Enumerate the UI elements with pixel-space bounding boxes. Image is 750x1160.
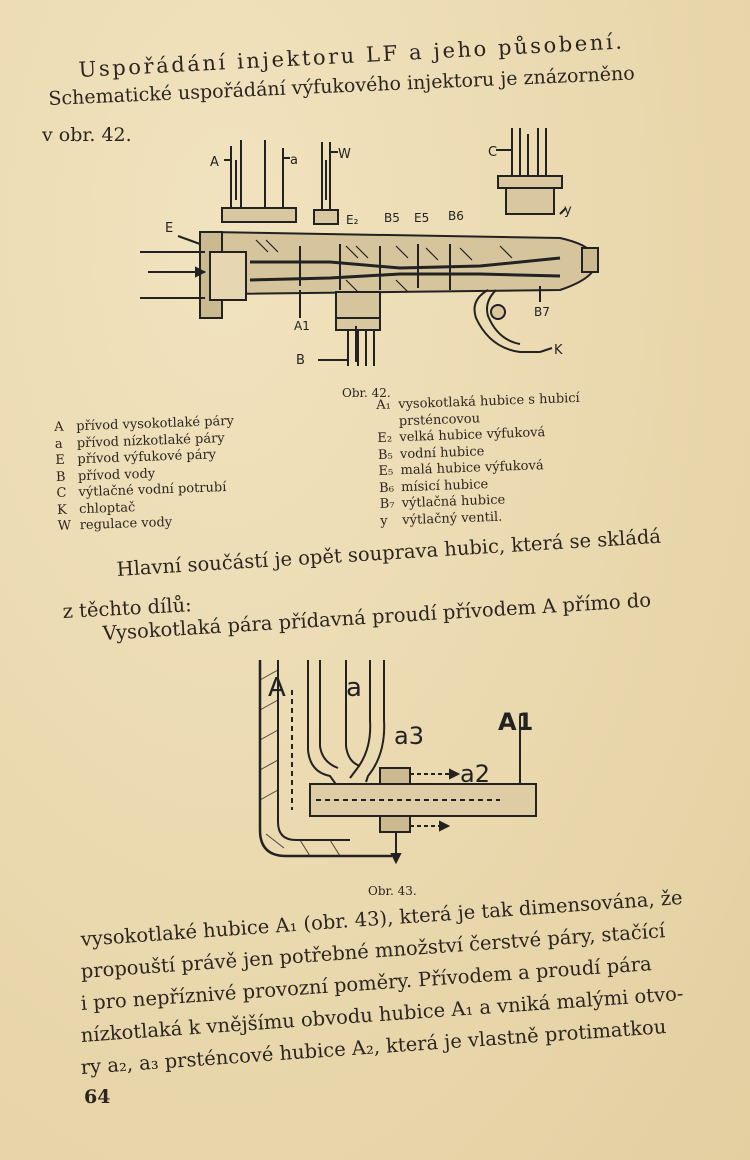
page-number: 64 (84, 1086, 111, 1108)
fig42-label-E: E (165, 221, 173, 236)
fig43-label-a: a (346, 673, 362, 703)
fig42-label-E5: E5 (414, 211, 429, 225)
fig42-label-y: y (564, 203, 572, 218)
fig42-label-B: B (296, 353, 305, 368)
fig42-label-K: K (554, 343, 563, 358)
fig43-label-A: A (268, 673, 286, 703)
fig43-label-a3: a3 (394, 722, 424, 750)
fig43-label-A1: A1 (498, 708, 533, 736)
fig42-label-a: a (290, 153, 298, 168)
fig43-label-a2: a2 (460, 760, 490, 788)
fig42-label-A: A (210, 155, 219, 170)
fig42-label-A1: A1 (294, 319, 310, 333)
fig42-label-B5: B5 (384, 211, 400, 225)
fig42-label-C: C (488, 145, 497, 160)
fig42-label-B7: B7 (534, 305, 550, 319)
intro-text-line-2: v obr. 42. (42, 124, 132, 146)
figure-43-caption: Obr. 43. (368, 884, 417, 898)
fig42-label-W: W (338, 147, 351, 162)
fig42-label-E2: E₂ (346, 213, 359, 227)
fig42-label-B6: B6 (448, 209, 464, 223)
figure-42-injector-diagram: A a W C E E₂ B5 E5 B6 y A1 B7 B K (140, 128, 599, 368)
figure-42-caption: Obr. 42. (342, 386, 391, 400)
figure-43-nozzle-diagram: A a a3 A1 a2 (258, 660, 537, 865)
